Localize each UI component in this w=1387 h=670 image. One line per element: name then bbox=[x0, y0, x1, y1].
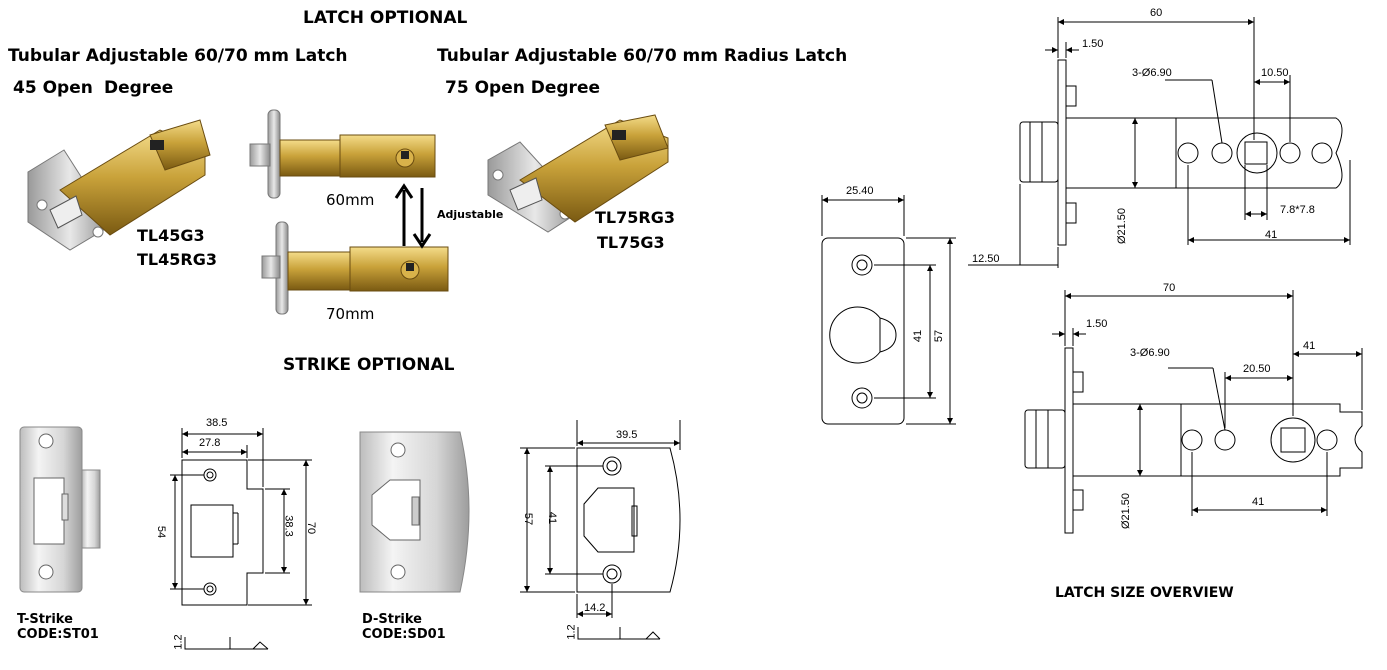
latch-tl75-photo bbox=[487, 114, 669, 233]
faceplate-height: 57 bbox=[933, 329, 946, 343]
d-strike-thickness: 1.2 bbox=[565, 624, 578, 640]
adjustable-arrows bbox=[394, 183, 432, 249]
t-strike-photo bbox=[19, 426, 101, 593]
latch45-degree-word: Degree bbox=[104, 78, 174, 98]
latch-tl45-photo bbox=[27, 119, 211, 251]
d-strike-height: 57 bbox=[522, 512, 535, 526]
latch75-code2: TL75G3 bbox=[597, 233, 665, 252]
latch75-degree: 75 Open Degree bbox=[445, 78, 601, 98]
l60-diameter: Ø21.50 bbox=[1116, 207, 1129, 245]
strike-optional-heading: STRIKE OPTIONAL bbox=[283, 355, 455, 375]
d-strike-holes: 41 bbox=[546, 511, 559, 525]
d-strike-name: D-Strike bbox=[362, 612, 422, 627]
faceplate-drawing bbox=[821, 195, 956, 425]
d-strike-drawing bbox=[520, 420, 681, 640]
t-strike-thickness: 1.2 bbox=[172, 634, 185, 650]
latch-60-drawing bbox=[968, 17, 1351, 268]
adjustable-label: Adjustable bbox=[437, 208, 504, 221]
t-strike-inner: 27.8 bbox=[199, 437, 221, 449]
t-strike-name: T-Strike bbox=[17, 612, 73, 627]
l60-len2: 41 bbox=[1265, 229, 1278, 241]
t-strike-slot: 38.3 bbox=[282, 515, 295, 537]
l60-flange: 12.50 bbox=[972, 253, 1000, 265]
latch75-code1: TL75RG3 bbox=[595, 208, 675, 227]
l70-plate: 1.50 bbox=[1086, 318, 1108, 330]
l70-right: 41 bbox=[1303, 340, 1316, 352]
l70-holes: 3-Ø6.90 bbox=[1130, 347, 1170, 359]
l60-offset: 10.50 bbox=[1261, 67, 1289, 79]
latch45-code2: TL45RG3 bbox=[137, 250, 217, 269]
d-strike-width: 39.5 bbox=[616, 429, 638, 441]
t-strike-code: CODE:ST01 bbox=[17, 627, 99, 642]
latch-70mm-label: 70mm bbox=[326, 305, 375, 323]
latch-70-drawing bbox=[1024, 290, 1363, 534]
latch45-degree: 45 Open bbox=[13, 78, 93, 98]
l60-length: 60 bbox=[1150, 7, 1163, 19]
faceplate-holes: 41 bbox=[912, 329, 925, 343]
latch75-title: Tubular Adjustable 60/70 mm Radius Latch bbox=[437, 46, 848, 66]
t-strike-width: 38.5 bbox=[206, 417, 228, 429]
latch45-title: Tubular Adjustable 60/70 mm Latch bbox=[8, 46, 348, 66]
l70-offset: 20.50 bbox=[1243, 363, 1271, 375]
l70-length: 70 bbox=[1163, 282, 1176, 294]
t-strike-holes: 54 bbox=[155, 525, 168, 539]
d-strike-code: CODE:SD01 bbox=[362, 627, 446, 642]
latch-70mm-photo bbox=[261, 221, 449, 315]
latch-60mm-photo bbox=[249, 109, 436, 199]
latch-size-overview-caption: LATCH SIZE OVERVIEW bbox=[1055, 585, 1234, 601]
d-strike-offset: 14.2 bbox=[584, 602, 606, 614]
faceplate-width: 25.40 bbox=[846, 185, 874, 197]
latch45-code1: TL45G3 bbox=[137, 226, 205, 245]
l70-diameter: Ø21.50 bbox=[1120, 492, 1133, 530]
l60-plate: 1.50 bbox=[1082, 38, 1104, 50]
d-strike-photo bbox=[359, 431, 470, 593]
t-strike-drawing bbox=[170, 428, 312, 650]
l70-len2: 41 bbox=[1252, 496, 1265, 508]
t-strike-height: 70 bbox=[305, 521, 318, 535]
latch-optional-heading: LATCH OPTIONAL bbox=[303, 8, 468, 28]
l60-square: 7.8*7.8 bbox=[1280, 204, 1315, 216]
l60-holes: 3-Ø6.90 bbox=[1132, 67, 1172, 79]
latch-60mm-label: 60mm bbox=[326, 191, 375, 209]
